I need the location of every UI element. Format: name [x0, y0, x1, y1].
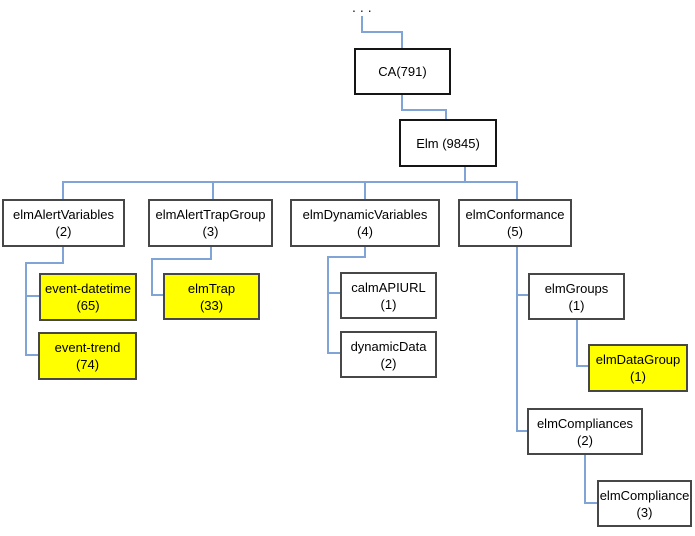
connector-line: [361, 31, 403, 33]
connector-line: [151, 258, 153, 296]
node-label: elmAlertVariables: [13, 207, 114, 222]
node-elm: Elm (9845): [399, 119, 497, 167]
connector-line: [364, 247, 366, 258]
connector-line: [62, 181, 518, 183]
node-label: calmAPIURL: [351, 279, 426, 295]
connector-line: [464, 167, 466, 183]
node-elm-trap: elmTrap (33): [163, 273, 260, 320]
connector-line: [516, 430, 527, 432]
node-label: Elm (9845): [416, 135, 480, 151]
connector-line: [361, 16, 363, 32]
connector-line: [327, 256, 366, 258]
node-event-datetime: event-datetime (65): [39, 273, 137, 321]
connector-line: [401, 31, 403, 48]
node-elm-conformance: elmConformance (5): [458, 199, 572, 247]
connector-line: [516, 181, 518, 199]
connector-line: [327, 256, 329, 354]
connector-line: [25, 295, 39, 297]
connector-line: [151, 258, 212, 260]
connector-line: [327, 352, 340, 354]
node-label: elmCompliance: [599, 487, 690, 503]
connector-line: [576, 365, 588, 367]
connector-line: [584, 502, 597, 504]
node-label: event-datetime: [45, 281, 131, 296]
node-count: (3): [636, 504, 653, 520]
node-elm-compliance: elmCompliance (3): [597, 480, 692, 527]
node-label: elmCompliances: [536, 415, 634, 431]
connector-line: [25, 354, 38, 356]
node-elm-groups: elmGroups (1): [528, 273, 625, 320]
node-elm-dynamic-variables: elmDynamicVariables (4): [290, 199, 440, 247]
node-label: elmConformance: [465, 207, 565, 222]
tree-ellipsis: ...: [352, 0, 376, 15]
connector-line: [327, 292, 340, 294]
node-label: dynamicData: [350, 338, 427, 354]
connector-line: [516, 247, 518, 432]
node-label: CA(791): [378, 64, 427, 79]
connector-line: [445, 109, 447, 119]
node-count: (3): [202, 224, 219, 239]
node-count: (74): [75, 357, 100, 372]
node-count: (33): [199, 297, 224, 313]
node-calm-api-url: calmAPIURL (1): [340, 272, 437, 319]
node-label: elmDynamicVariables: [302, 207, 428, 222]
node-elm-alert-trap-group: elmAlertTrapGroup (3): [148, 199, 273, 247]
node-count: (1): [568, 297, 585, 313]
node-label: event-trend: [54, 340, 121, 355]
node-label: elmGroups: [544, 280, 609, 296]
node-dynamic-data: dynamicData (2): [340, 331, 437, 378]
node-count: (1): [380, 296, 397, 312]
node-count: (5): [507, 224, 523, 239]
connector-line: [364, 181, 366, 199]
node-count: (1): [630, 369, 646, 384]
connector-line: [62, 181, 64, 199]
connector-line: [576, 320, 578, 367]
node-ca: CA(791): [354, 48, 451, 95]
connector-line: [584, 455, 586, 504]
connector-line: [210, 247, 212, 260]
node-count: (2): [380, 355, 397, 371]
node-event-trend: event-trend (74): [38, 332, 137, 380]
connector-line: [212, 181, 214, 199]
node-label: elmDataGroup: [595, 352, 681, 367]
node-elm-alert-variables: elmAlertVariables (2): [2, 199, 125, 247]
node-count: (2): [55, 224, 72, 239]
node-elm-compliances: elmCompliances (2): [527, 408, 643, 455]
connector-line: [62, 247, 64, 264]
node-elm-data-group: elmDataGroup (1): [588, 344, 688, 392]
connector-line: [25, 262, 64, 264]
connector-line: [151, 294, 163, 296]
node-count: (2): [577, 432, 593, 448]
node-label: elmAlertTrapGroup: [155, 207, 266, 222]
connector-line: [25, 262, 27, 356]
connector-line: [401, 109, 447, 111]
connector-line: [516, 294, 528, 296]
node-count: (65): [76, 298, 100, 313]
connector-line: [401, 95, 403, 111]
node-count: (4): [357, 224, 373, 239]
node-label: elmTrap: [187, 280, 236, 296]
